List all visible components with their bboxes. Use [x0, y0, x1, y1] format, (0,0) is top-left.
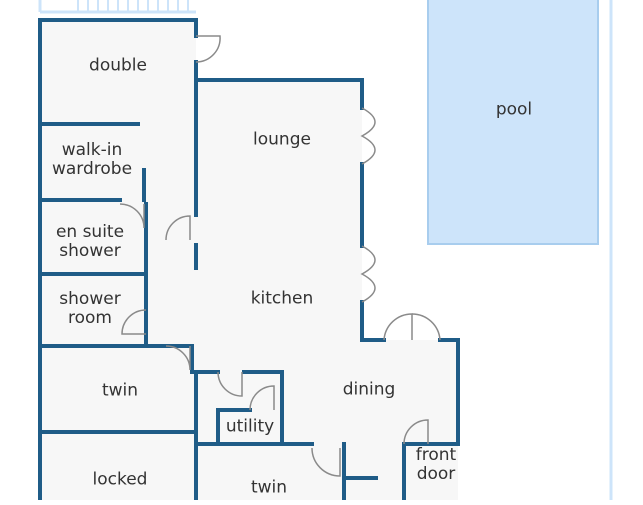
- room-label-lounge: lounge: [253, 129, 311, 150]
- door-twin-west: [165, 345, 191, 371]
- door-lounge-terrace: [360, 107, 376, 165]
- room-label-dining: dining: [342, 379, 396, 400]
- door-twin-south: [311, 447, 341, 477]
- door-dining-terrace-left: [383, 313, 413, 341]
- room-label-shower-room: shower room: [59, 289, 121, 328]
- room-label-utility: utility: [225, 416, 275, 437]
- room-label-locked: locked: [92, 469, 148, 490]
- door-ensuite: [119, 203, 145, 229]
- room-label-twin-south: twin: [250, 477, 288, 498]
- door-kitchen-terrace: [360, 245, 376, 303]
- door-swings: [119, 35, 441, 477]
- walls: [38, 18, 460, 502]
- room-label-walk-in-wardrobe: walk-in wardrobe: [51, 140, 133, 179]
- room-label-front-door: front door: [415, 445, 457, 484]
- door-double: [195, 35, 221, 63]
- door-utility-outer: [217, 371, 243, 397]
- balcony-railing: [77, 0, 189, 12]
- room-label-en-suite-shower: en suite shower: [55, 222, 125, 261]
- room-label-double: double: [89, 55, 147, 76]
- room-label-kitchen: kitchen: [250, 288, 314, 309]
- floor-areas: [40, 20, 458, 500]
- door-utility-inner: [249, 385, 275, 411]
- door-shower-room: [121, 309, 147, 335]
- room-label-pool: pool: [495, 99, 533, 120]
- door-dining-terrace-right: [411, 313, 441, 341]
- room-label-twin-west: twin: [101, 380, 139, 401]
- door-front: [403, 419, 429, 445]
- pool-area: [427, 0, 599, 245]
- door-hall: [165, 215, 191, 241]
